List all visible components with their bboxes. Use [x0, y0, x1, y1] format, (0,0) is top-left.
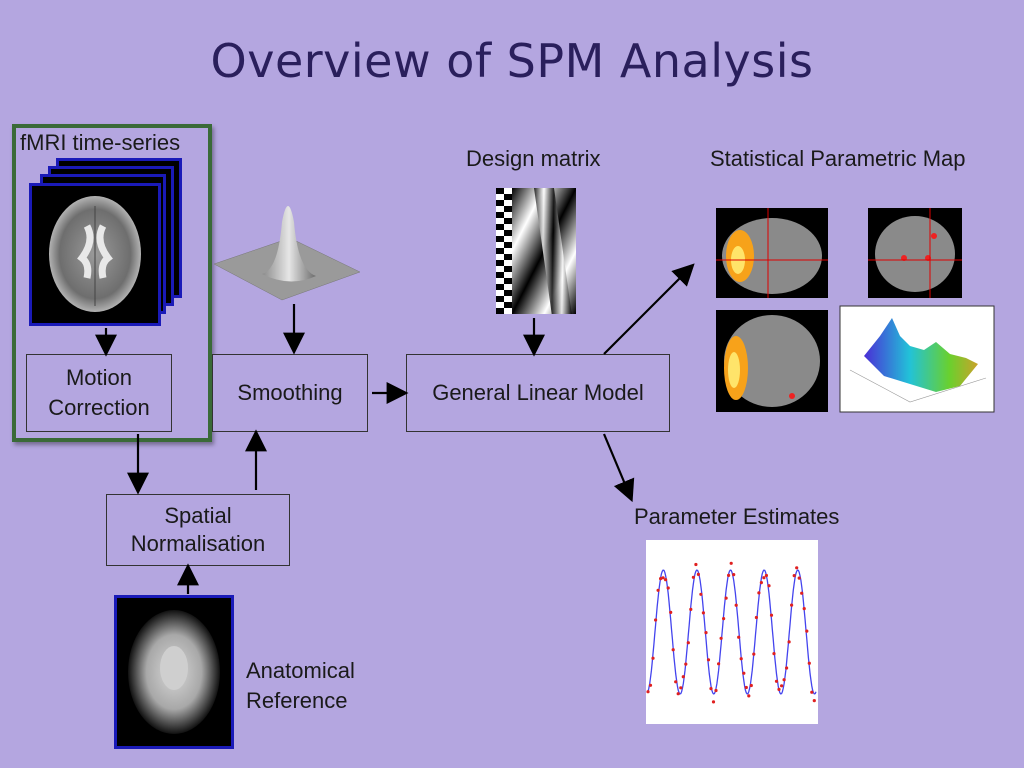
spatial-normalisation-line2: Normalisation	[130, 531, 266, 556]
observed-point	[681, 675, 685, 679]
arrow-glm-to-estimates	[602, 433, 635, 503]
fitted-curve	[647, 569, 817, 695]
observed-point	[757, 591, 761, 595]
observed-point	[661, 576, 665, 580]
observed-point	[739, 657, 743, 661]
observed-point	[800, 591, 804, 595]
observed-point	[754, 615, 758, 620]
observed-points	[646, 561, 816, 704]
motion-correction-line1: Motion	[65, 365, 133, 390]
observed-point	[669, 610, 673, 614]
observed-point	[719, 636, 723, 640]
anatomical-reference-image	[114, 595, 234, 749]
observed-point	[666, 586, 670, 590]
spm-axial-image	[716, 310, 828, 412]
observed-point	[787, 640, 791, 644]
observed-point	[722, 617, 726, 621]
spm-label: Statistical Parametric Map	[710, 146, 966, 171]
observed-point	[767, 584, 771, 588]
observed-point	[764, 573, 768, 578]
observed-point	[706, 658, 711, 662]
observed-point	[774, 679, 779, 683]
observed-point	[709, 687, 713, 691]
observed-point	[696, 572, 700, 576]
fmri-group-frame	[12, 124, 212, 442]
observed-point	[790, 603, 794, 607]
observed-point	[656, 588, 660, 592]
parameter-estimates-plot	[646, 540, 818, 724]
observed-point	[777, 687, 781, 691]
parameter-estimates-label: Parameter Estimates	[634, 504, 840, 529]
observed-point	[772, 652, 776, 656]
observed-point	[646, 690, 650, 694]
observed-point	[812, 699, 816, 703]
observed-point	[689, 607, 693, 611]
observed-point	[717, 662, 721, 666]
observed-point	[686, 641, 690, 645]
observed-point	[785, 666, 789, 670]
observed-point	[711, 700, 716, 704]
observed-point	[679, 686, 683, 690]
observed-point	[684, 662, 688, 666]
fmri-brain-image	[29, 183, 161, 326]
observed-point	[797, 576, 801, 580]
observed-point	[651, 656, 655, 660]
observed-point	[659, 577, 663, 581]
observed-point	[704, 631, 708, 635]
observed-point	[759, 581, 763, 585]
spatial-normalisation-line1: Spatial	[164, 503, 232, 528]
observed-point	[802, 607, 806, 611]
observed-point	[648, 683, 653, 687]
smoothing-label: Smoothing	[237, 380, 343, 405]
observed-point	[732, 573, 736, 577]
observed-point	[807, 661, 811, 665]
anatomical-label-line2: Reference	[246, 688, 348, 713]
observed-point	[729, 561, 733, 565]
design-matrix-label: Design matrix	[466, 146, 601, 171]
gaussian-kernel-image	[213, 206, 361, 301]
observed-point	[762, 576, 766, 580]
glm-box: General Linear Model	[406, 354, 670, 432]
observed-point	[780, 684, 784, 688]
observed-point	[724, 596, 728, 600]
observed-point	[671, 648, 675, 652]
observed-point	[805, 629, 809, 633]
observed-point	[769, 613, 774, 617]
observed-point	[782, 678, 786, 682]
observed-point	[742, 671, 746, 675]
observed-point	[747, 694, 751, 698]
observed-point	[714, 688, 718, 693]
observed-point	[792, 574, 796, 578]
spm-3d-surface-plot	[839, 305, 995, 413]
page-title: Overview of SPM Analysis	[210, 34, 814, 88]
observed-point	[727, 573, 731, 577]
observed-point	[676, 692, 680, 696]
observed-point	[752, 652, 756, 656]
observed-point	[691, 575, 695, 579]
observed-point	[744, 685, 748, 690]
fmri-label: fMRI time-series	[20, 130, 181, 155]
observed-point	[674, 680, 678, 684]
observed-point	[737, 635, 741, 639]
observed-point	[749, 683, 753, 688]
observed-point	[734, 603, 738, 607]
observed-point	[810, 690, 814, 694]
anatomical-label-line1: Anatomical	[246, 658, 355, 683]
observed-point	[654, 618, 658, 622]
observed-point	[701, 611, 705, 615]
observed-point	[664, 578, 668, 582]
spm-sagittal-image	[716, 208, 828, 298]
arrow-glm-to-spm	[603, 263, 695, 355]
spm-coronal-image	[868, 208, 962, 298]
glm-label: General Linear Model	[432, 380, 644, 405]
design-matrix-image	[496, 188, 576, 314]
observed-point	[795, 566, 799, 570]
observed-point	[694, 562, 698, 567]
motion-correction-line2: Correction	[48, 395, 150, 420]
observed-point	[699, 592, 703, 596]
smoothing-box: Smoothing	[212, 354, 368, 432]
